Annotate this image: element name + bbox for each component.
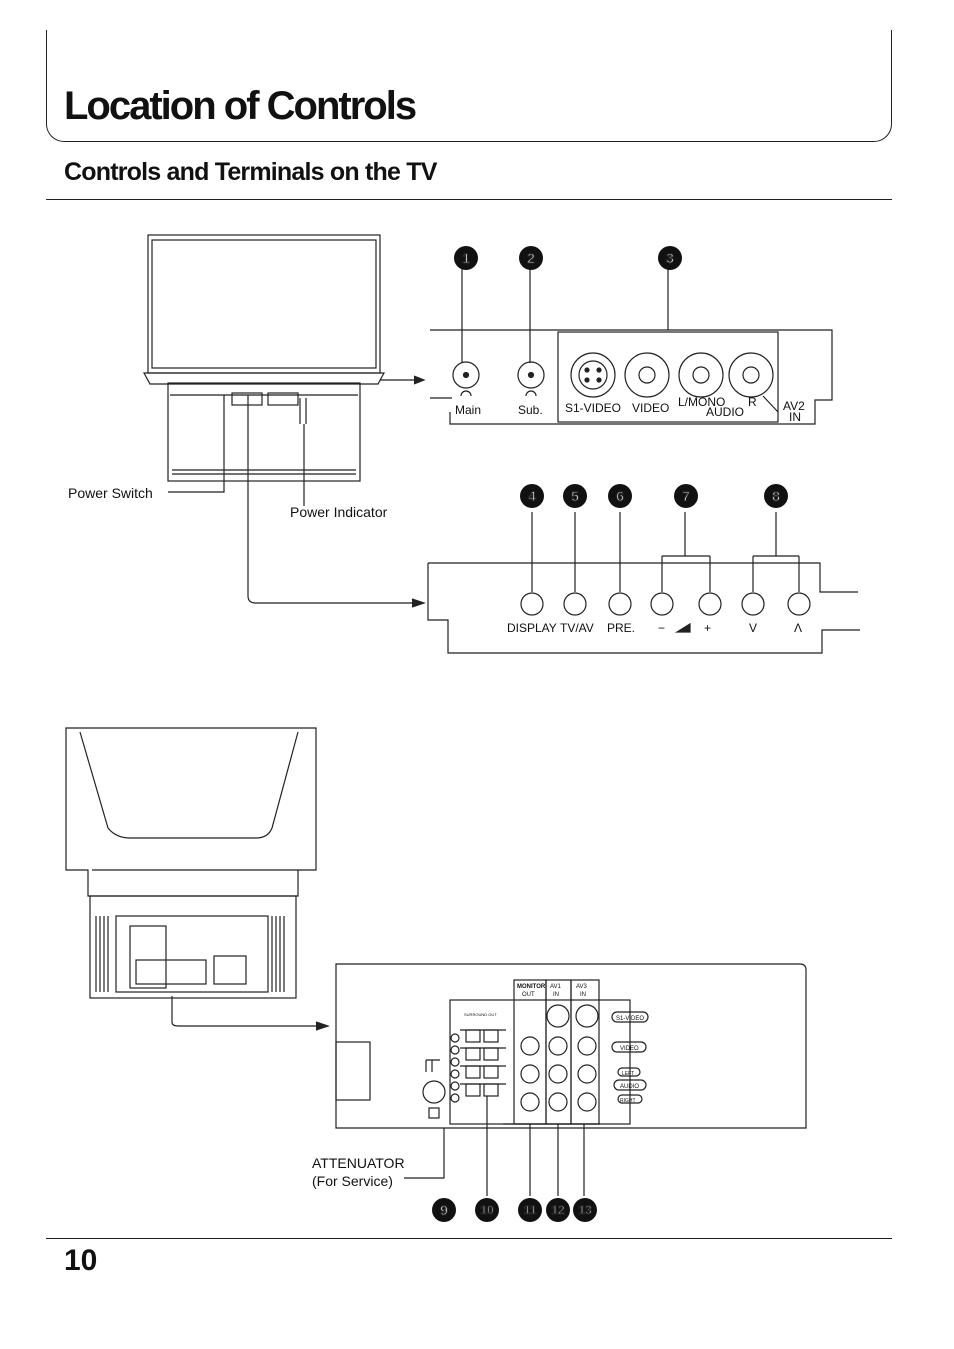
av2-in-label: IN [789, 410, 801, 424]
rear-video-jacks[interactable] [520, 1036, 597, 1056]
svg-text:4: 4 [528, 488, 536, 504]
svg-text:11: 11 [524, 1203, 537, 1217]
callout-number-11: 11 [518, 1198, 542, 1222]
page-title: Location of Controls [64, 84, 417, 128]
main-label: Main [455, 403, 481, 417]
s1-video-label: S1-VIDEO [565, 401, 621, 415]
callout-number-7: 7 [674, 484, 698, 508]
rear-s-video-jacks[interactable] [546, 1004, 599, 1028]
speaker-terminals[interactable] [450, 1033, 460, 1103]
svg-text:5: 5 [571, 488, 579, 504]
av1-label-1: AV1 [550, 984, 562, 990]
callout-number-10: 10 [475, 1198, 499, 1222]
attenuator-label: ATTENUATOR [312, 1155, 405, 1171]
rear-s1-video-label: S1-VIDEO [616, 1016, 644, 1022]
pre-label: PRE. [607, 621, 635, 635]
callout-number-2: 2 [519, 246, 543, 270]
av2-leader [762, 395, 779, 413]
av1-label-2: IN [553, 992, 559, 998]
svg-text:10: 10 [480, 1203, 494, 1217]
sub-label: Sub. [518, 403, 543, 417]
rear-left-label: LEFT [622, 1071, 634, 1077]
callout-number-6: 6 [608, 484, 632, 508]
lmono-label: L/MONO [678, 395, 725, 409]
callout-number-5: 5 [563, 484, 587, 508]
main-headphone-jack[interactable] [452, 361, 480, 389]
attenuator-switch[interactable] [428, 1107, 440, 1119]
display-label: DISPLAY [507, 621, 557, 635]
audio-label: AUDIO [706, 405, 744, 419]
volume-icon [674, 622, 691, 633]
rear-video-label: VIDEO [620, 1046, 639, 1052]
svg-text:8: 8 [772, 488, 780, 504]
callout-number-3: 3 [658, 246, 682, 270]
preset-button[interactable] [608, 592, 632, 616]
for-service-label: (For Service) [312, 1173, 393, 1189]
av2-audio-right-jack[interactable] [728, 352, 774, 398]
av3-label-1: AV3 [576, 984, 588, 990]
plus-label: + [704, 621, 711, 635]
tv-rear-illustration [65, 727, 330, 1031]
r-label: R [748, 395, 757, 409]
tv-av-label: TV/AV [560, 621, 594, 635]
av2-audio-left-jack[interactable] [678, 352, 724, 398]
callout-number-8: 8 [764, 484, 788, 508]
sub-headphone-jack[interactable] [517, 361, 545, 389]
svg-text:6: 6 [616, 488, 624, 504]
av2-panel [430, 268, 833, 425]
channel-down-label: V [749, 621, 757, 635]
callout-number-13: 13 [573, 1198, 597, 1222]
attenuator-terminal[interactable] [422, 1080, 446, 1104]
jack-pin [462, 371, 470, 379]
display-button[interactable] [520, 592, 544, 616]
tv-av-button[interactable] [563, 592, 587, 616]
title-frame [46, 30, 892, 142]
section-title: Controls and Terminals on the TV [64, 158, 437, 186]
av2-s-video-jack[interactable] [570, 352, 616, 398]
svg-text:1: 1 [462, 250, 470, 266]
svg-text:13: 13 [578, 1203, 592, 1217]
svg-text:2: 2 [527, 250, 535, 266]
button-panel [427, 512, 860, 654]
monitor-out-label-1: MONITOR [517, 984, 546, 990]
svg-text:7: 7 [682, 488, 690, 504]
power-switch-label: Power Switch [68, 485, 153, 501]
svg-text:9: 9 [440, 1202, 448, 1218]
svg-text:3: 3 [666, 250, 674, 266]
volume-up-button[interactable] [698, 592, 722, 616]
channel-up-button[interactable] [787, 592, 811, 616]
rear-audio-left-jacks[interactable] [520, 1064, 597, 1084]
av2-video-jack[interactable] [624, 352, 670, 398]
svg-text:12: 12 [551, 1203, 565, 1217]
callout-number-12: 12 [546, 1198, 570, 1222]
footer-rule [46, 1238, 892, 1239]
rear-terminal-panel [335, 963, 807, 1129]
power-indicator-label: Power Indicator [290, 504, 388, 520]
rear-leaders [404, 1096, 600, 1196]
callout-number-4: 4 [520, 484, 544, 508]
jack-pin [527, 371, 535, 379]
av3-label-2: IN [580, 992, 586, 998]
rear-audio-label: AUDIO [620, 1084, 639, 1090]
front-leaders [168, 375, 426, 608]
rear-audio-right-jacks[interactable] [520, 1092, 597, 1112]
callout-number-1: 1 [454, 246, 478, 270]
rear-right-label: RIGHT [620, 1098, 636, 1104]
minus-label: − [658, 621, 665, 635]
tv-front-illustration [142, 234, 386, 482]
section-rule [46, 199, 892, 200]
channel-up-label: Λ [794, 621, 802, 635]
callout-number-9: 9 [432, 1198, 456, 1222]
headphone-icon [460, 390, 537, 397]
page-number: 10 [64, 1244, 98, 1277]
channel-down-button[interactable] [741, 592, 765, 616]
surround-out-label: SURROUND OUT [464, 1012, 497, 1017]
video-label: VIDEO [632, 401, 669, 415]
av2-label: AV2 [783, 399, 805, 413]
volume-down-button[interactable] [650, 592, 674, 616]
monitor-out-label-2: OUT [522, 992, 535, 998]
